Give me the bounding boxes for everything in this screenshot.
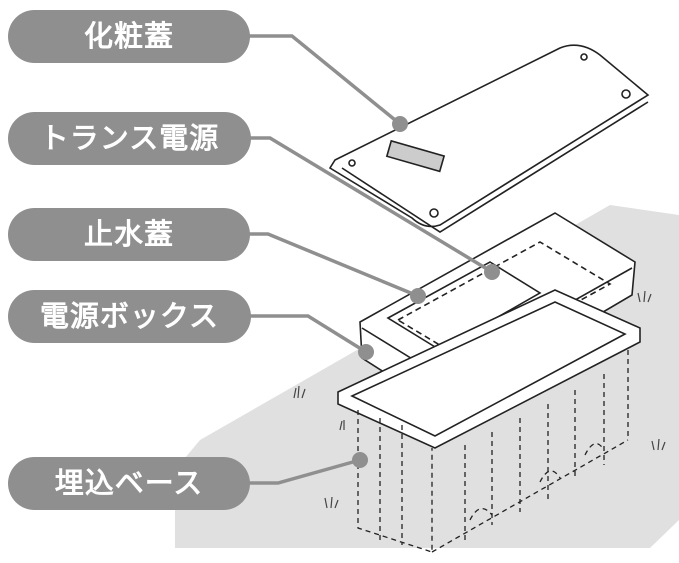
leader-embedded-base bbox=[246, 458, 362, 485]
label-decorative-cover: 化粧蓋 bbox=[8, 10, 250, 63]
leader-dot bbox=[392, 116, 408, 132]
label-waterproof-lid: 止水蓋 bbox=[8, 208, 250, 261]
leader-dot bbox=[358, 344, 374, 360]
leader-dots bbox=[352, 116, 500, 468]
decorative-cover-drawing bbox=[328, 44, 650, 233]
leader-dot bbox=[484, 264, 500, 280]
grass-tuft bbox=[324, 496, 339, 509]
base-hidden-lines bbox=[357, 350, 629, 553]
grass-tuft bbox=[637, 290, 652, 303]
grass-tuft bbox=[651, 438, 666, 451]
embedded-base-drawing bbox=[337, 289, 641, 553]
label-transformer-power: トランス電源 bbox=[8, 112, 251, 165]
grass-tufts bbox=[293, 290, 666, 509]
label-power-box: 電源ボックス bbox=[8, 290, 251, 343]
leader-decorative-cover bbox=[246, 34, 402, 126]
grass-tuft bbox=[339, 420, 345, 431]
leader-dot bbox=[410, 288, 426, 304]
leader-transformer-power bbox=[247, 136, 494, 274]
leader-lines bbox=[246, 34, 494, 485]
leader-dot bbox=[352, 452, 368, 468]
label-embedded-base: 埋込ベース bbox=[8, 457, 250, 510]
leader-waterproof-lid bbox=[246, 232, 420, 298]
grass-tuft bbox=[293, 385, 306, 399]
leader-power-box bbox=[247, 314, 368, 354]
